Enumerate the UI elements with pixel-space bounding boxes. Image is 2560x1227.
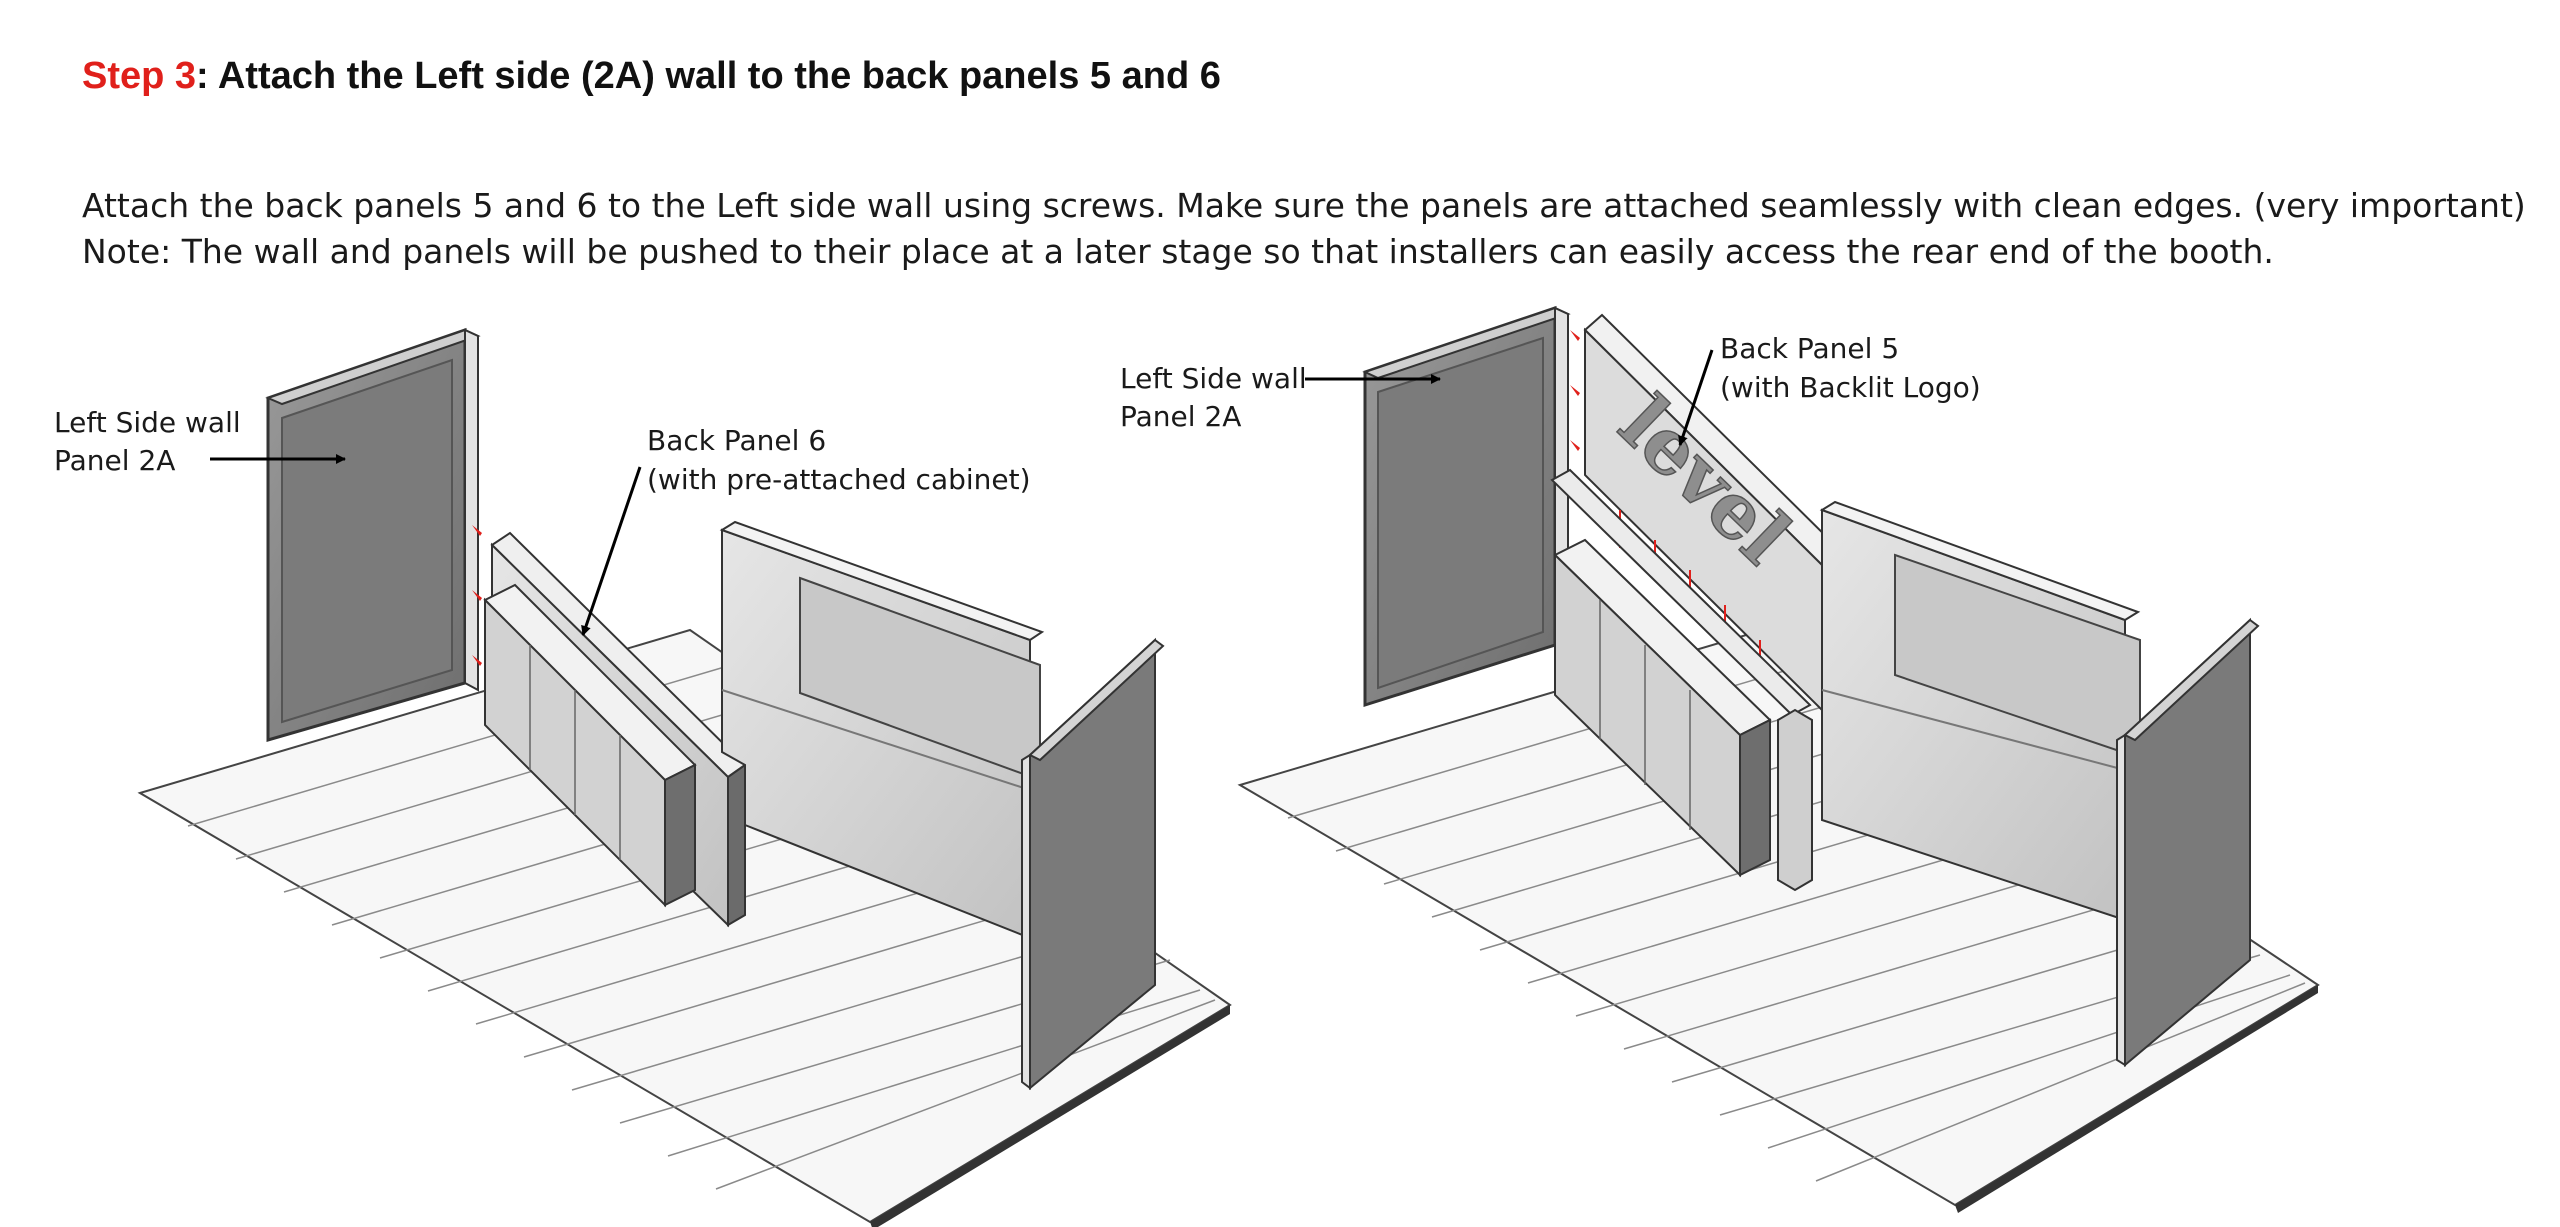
wall-label-line2: Panel 2A xyxy=(54,444,175,477)
back-wall-right xyxy=(1819,500,2141,922)
right-wall-label-line1: Left Side wall xyxy=(1120,362,1307,395)
floor-left xyxy=(137,628,1232,1227)
right-panel-label-arrow xyxy=(1678,349,1714,446)
right-assembly-figure: level xyxy=(1120,305,2320,1213)
panel-label-line2: (with pre-attached cabinet) xyxy=(647,463,1031,496)
step-number: Step 3 xyxy=(82,55,197,97)
instruction-line: Attach the back panels 5 and 6 to the Le… xyxy=(82,186,2526,225)
right-panel-label-line1: Back Panel 5 xyxy=(1720,332,1899,365)
panel-label-arrow xyxy=(581,466,642,636)
cabinet-right xyxy=(1553,538,1813,892)
step-title: : Attach the Left side (2A) wall to the … xyxy=(196,55,1221,97)
wall-label-line1: Left Side wall xyxy=(54,406,241,439)
right-panel-label-line2: (with Backlit Logo) xyxy=(1720,371,1981,404)
note-line: Note: The wall and panels will be pushed… xyxy=(82,232,2274,271)
screw-markers-right xyxy=(1570,330,1580,451)
step-heading: Step 3: Attach the Left side (2A) wall t… xyxy=(82,52,1282,100)
instruction-text: Attach the back panels 5 and 6 to the Le… xyxy=(82,183,2526,275)
panel-label-line1: Back Panel 6 xyxy=(647,424,826,457)
right-wall-label-line2: Panel 2A xyxy=(1120,400,1241,433)
right-left-side-wall-2a xyxy=(1362,305,1580,708)
left-side-wall-2a xyxy=(265,327,482,742)
screw-markers xyxy=(472,525,482,666)
right-side-wall-left-fig xyxy=(1021,637,1165,1091)
back-wall-left xyxy=(719,520,1045,940)
right-side-wall-right-fig xyxy=(2116,617,2260,1068)
back-panel-6 xyxy=(483,531,747,928)
left-assembly-figure: Left Side wall Panel 2A Back Panel 6 (wi… xyxy=(54,327,1232,1227)
